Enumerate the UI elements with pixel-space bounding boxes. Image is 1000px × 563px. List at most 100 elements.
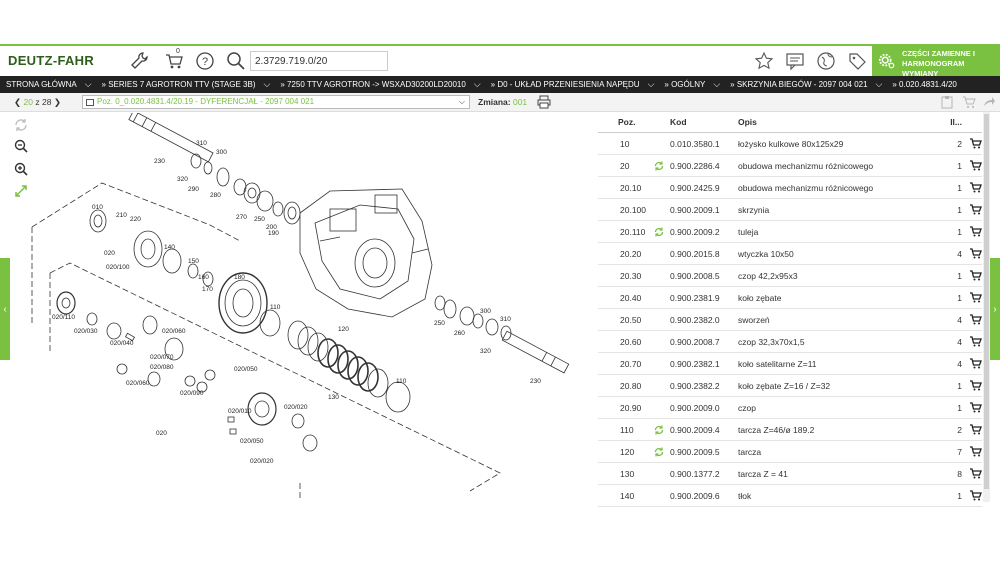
cart-add-icon[interactable] — [962, 95, 976, 109]
scrollbar-thumb[interactable] — [984, 114, 989, 489]
chevron-down-icon[interactable]: ⌵ — [84, 79, 92, 89]
brand-logo[interactable]: DEUTZ-FAHR — [8, 53, 95, 68]
breadcrumb-item[interactable]: » D0 - UKŁAD PRZENIESIENIA NAPĘDU⌵ — [485, 79, 659, 90]
add-to-cart-icon[interactable] — [962, 314, 982, 325]
chevron-down-icon[interactable]: ⌵ — [713, 79, 721, 89]
add-to-cart-icon[interactable] — [962, 446, 982, 457]
cell-kod[interactable]: 0.900.1377.2 — [670, 468, 720, 479]
cell-kod[interactable]: 0.900.2381.9 — [670, 292, 720, 303]
chevron-down-icon[interactable]: ⌵ — [875, 79, 883, 89]
breadcrumb-item[interactable]: » SERIES 7 AGROTRON TTV (STAGE 3B)⌵ — [96, 79, 275, 90]
prev-diagram-tab[interactable]: ‹ — [0, 258, 10, 360]
header-opis[interactable]: Opis — [738, 117, 757, 127]
prev-page-icon[interactable]: ❮ — [14, 97, 22, 107]
add-to-cart-icon[interactable] — [962, 380, 982, 391]
cell-kod[interactable]: 0.900.2008.7 — [670, 336, 720, 347]
share-icon[interactable] — [982, 95, 996, 109]
cell-kod[interactable]: 0.900.2382.0 — [670, 314, 720, 325]
replacement-icon[interactable] — [648, 447, 670, 457]
fit-screen-icon[interactable] — [14, 184, 28, 198]
globe-icon[interactable] — [815, 50, 837, 72]
breadcrumb-item[interactable]: STRONA GŁÓWNA⌵ — [0, 79, 96, 90]
cell-kod[interactable]: 0.900.2009.2 — [670, 226, 720, 237]
chevron-down-icon[interactable]: ⌵ — [647, 79, 655, 89]
clipboard-icon[interactable] — [940, 95, 954, 109]
position-select[interactable]: Poz. 0_0.020.4831.4/20.19 - DYFERENCJAŁ … — [82, 95, 470, 109]
add-to-cart-icon[interactable] — [962, 226, 982, 237]
table-scrollbar[interactable] — [983, 112, 990, 502]
add-to-cart-icon[interactable] — [962, 424, 982, 435]
add-to-cart-icon[interactable] — [962, 468, 982, 479]
add-to-cart-icon[interactable] — [962, 182, 982, 193]
replacement-icon[interactable] — [648, 161, 670, 171]
add-to-cart-icon[interactable] — [962, 292, 982, 303]
cell-kod[interactable]: 0.900.2382.1 — [670, 358, 720, 369]
add-to-cart-icon[interactable] — [962, 490, 982, 501]
cell-kod[interactable]: 0.900.2009.5 — [670, 446, 720, 457]
help-icon[interactable]: ? — [194, 50, 216, 72]
add-to-cart-icon[interactable] — [962, 160, 982, 171]
cell-kod[interactable]: 0.900.2015.8 — [670, 248, 720, 259]
cell-kod[interactable]: 0.900.2009.4 — [670, 424, 720, 435]
cell-kod[interactable]: 0.010.3580.1 — [670, 138, 720, 149]
add-to-cart-icon[interactable] — [962, 138, 982, 149]
add-to-cart-icon[interactable] — [962, 248, 982, 259]
search-input[interactable] — [250, 51, 388, 71]
add-to-cart-icon[interactable] — [962, 336, 982, 347]
cell-kod[interactable]: 0.900.2286.4 — [670, 160, 720, 171]
add-to-cart-icon[interactable] — [962, 402, 982, 413]
star-icon[interactable] — [753, 50, 775, 72]
cart-icon[interactable] — [163, 50, 185, 72]
cell-kod[interactable]: 0.900.2382.2 — [670, 380, 720, 391]
breadcrumb-item[interactable]: » 7250 TTV AGROTRON -> WSXAD30200LD20010… — [274, 79, 484, 90]
header-il[interactable]: Il... — [950, 117, 962, 127]
page-current[interactable]: 20 — [23, 97, 33, 107]
search-icon[interactable] — [225, 50, 247, 72]
cell-kod[interactable]: 0.900.2009.1 — [670, 204, 720, 215]
cell-kod[interactable]: 0.900.2009.6 — [670, 490, 720, 501]
chevron-down-icon[interactable]: ⌵ — [263, 79, 271, 89]
replacement-icon[interactable] — [648, 227, 670, 237]
zoom-in-icon[interactable] — [14, 162, 28, 176]
tag-icon[interactable] — [846, 50, 868, 72]
add-to-cart-icon[interactable] — [962, 204, 982, 215]
add-to-cart-icon[interactable] — [962, 270, 982, 281]
header-kod[interactable]: Kod — [670, 117, 687, 127]
breadcrumb-item[interactable]: » 0.020.4831.4/20 — [886, 80, 961, 89]
wrench-icon[interactable] — [128, 50, 150, 72]
next-page-icon[interactable]: ❯ — [53, 97, 61, 107]
header-poz[interactable]: Poz. — [618, 117, 636, 127]
spare-parts-schedule-button[interactable]: CZĘŚCI ZAMIENNE I HARMONOGRAM WYMIANY — [872, 46, 1000, 78]
add-to-cart-icon[interactable] — [962, 358, 982, 369]
replacement-icon[interactable] — [648, 425, 670, 435]
cell-kod[interactable]: 0.900.2009.0 — [670, 402, 720, 413]
zoom-out-icon[interactable] — [14, 139, 28, 153]
chevron-down-icon[interactable]: ⌵ — [473, 79, 481, 89]
next-diagram-tab[interactable]: › — [990, 258, 1000, 360]
print-icon[interactable] — [537, 95, 551, 109]
cell-kod[interactable]: 0.900.2008.5 — [670, 270, 720, 281]
breadcrumb-item[interactable]: » OGÓLNY⌵ — [658, 79, 724, 90]
cell-kod[interactable]: 0.900.2425.9 — [670, 182, 720, 193]
message-icon[interactable] — [784, 50, 806, 72]
breadcrumb-item[interactable]: » SKRZYNIA BIEGÓW - 2097 004 021⌵ — [724, 79, 886, 90]
rotate-icon[interactable] — [14, 118, 28, 132]
